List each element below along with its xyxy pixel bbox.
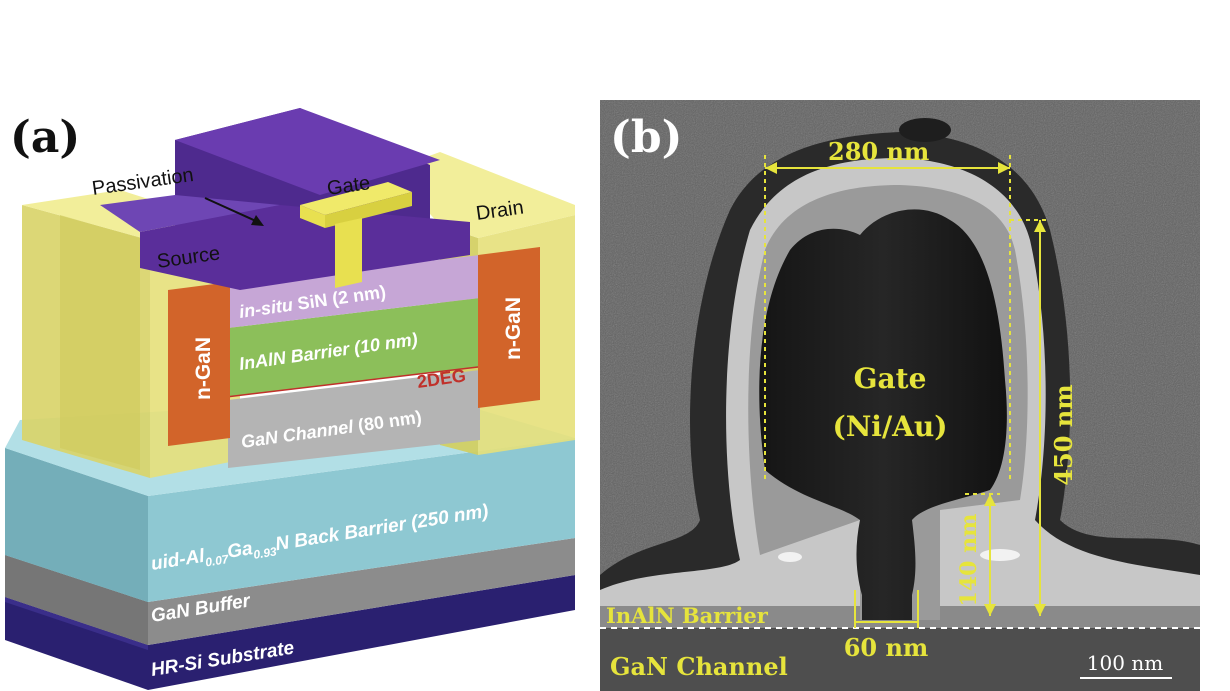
tem-top-blob (899, 118, 951, 142)
height-total-label: 450 nm (1049, 384, 1078, 485)
substrate-front (5, 575, 575, 690)
gate-cap-side (325, 192, 412, 228)
height-stem-label: 140 nm (956, 514, 982, 607)
backbarrier-side (5, 448, 148, 602)
ngan-right-label: n-GaN (502, 297, 525, 360)
arrow-stem-bottom (984, 604, 996, 616)
channel-layer (228, 370, 480, 468)
ngan-right-block (478, 247, 540, 408)
panel-a-device-schematic: (a) Passivation Gate Source Drain n-GaN … (5, 108, 575, 690)
tem-barrier-label: InAlN Barrier (606, 603, 769, 628)
panel-b-tem-image: (b) 280 nm Gate (Ni/Au) 450 nm 140 nm In… (600, 100, 1200, 691)
dimension-annotations (764, 155, 1050, 628)
tem-void-left (778, 552, 802, 562)
tem-gan-region (600, 628, 1200, 691)
panel-b-label: (b) (610, 112, 682, 163)
gate-stem (335, 218, 362, 288)
passivation-front (140, 205, 470, 290)
scale-bar-label: 100 nm (1087, 651, 1163, 675)
arrow-stem-top (984, 494, 996, 506)
passivation-arrowhead (251, 215, 264, 226)
gate-name-label: Gate (854, 362, 927, 395)
source-inner-wall (60, 215, 140, 470)
buffer-side (5, 555, 148, 645)
tem-channel-label: GaN Channel (610, 652, 788, 681)
arrow-width-left (765, 162, 777, 174)
foot-width-label: 60 nm (844, 633, 929, 662)
arrow-height-bottom (1034, 604, 1046, 616)
passivation-left-ledge (100, 195, 280, 232)
drain-contact-top (390, 152, 575, 238)
tem-void-right (980, 549, 1020, 561)
barrier-layer (228, 298, 480, 396)
ngan-left-block (168, 282, 230, 446)
gate-material-label: (Ni/Au) (832, 410, 947, 443)
ngan-left-label: n-GaN (192, 337, 215, 400)
arrow-width-right (998, 162, 1010, 174)
width-top-label: 280 nm (828, 137, 929, 166)
panel-a-label: (a) (10, 112, 80, 163)
arrow-height-top (1034, 220, 1046, 232)
passivation-top (175, 108, 440, 195)
substrate-top-side (5, 597, 148, 650)
passivation-arrow (204, 197, 259, 223)
sin-layer (228, 255, 480, 328)
gate-cap-top (300, 182, 412, 215)
tem-gate-metal (759, 209, 1007, 621)
gate-cap-front (300, 205, 325, 228)
